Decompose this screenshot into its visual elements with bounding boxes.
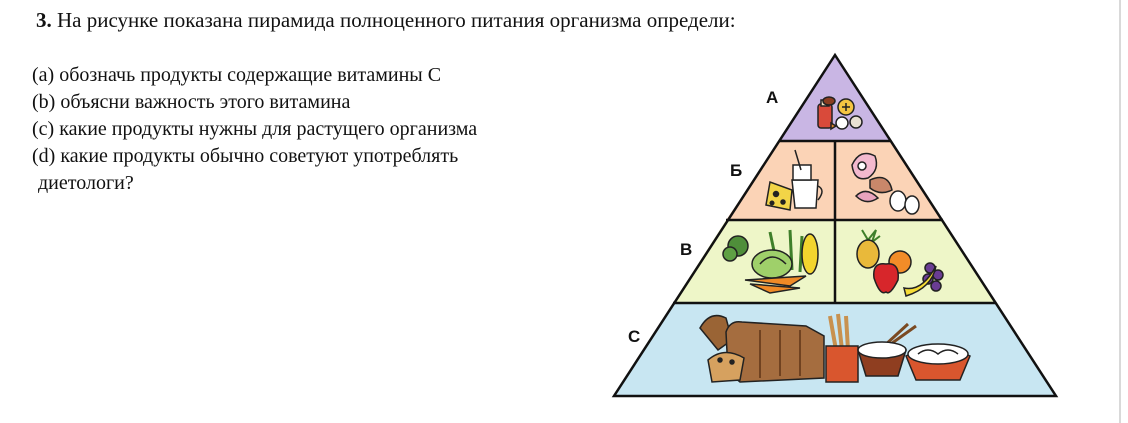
dessert-icon: [817, 96, 836, 129]
page-edge-rule: [1119, 0, 1121, 423]
question-d-continued: диетологи?: [38, 172, 134, 194]
meat-icon: [851, 152, 893, 203]
question-list: (a) обозначь продукты содержащие витамин…: [32, 62, 477, 197]
bread-icon: [699, 314, 825, 383]
level-label-b: Б: [730, 161, 743, 180]
pyramid-level-a: [780, 55, 890, 141]
level-label-a: A: [766, 88, 779, 107]
level-label-v: В: [680, 240, 693, 259]
milk-jug-icon: [791, 149, 823, 209]
question-c: (c) какие продукты нужны для растущего о…: [32, 118, 478, 140]
task-header: 3. На рисунке показана пирамида полноцен…: [36, 8, 736, 33]
rice-bowl-icon: [857, 322, 917, 377]
task-number: 3.: [36, 8, 52, 32]
task-text: На рисунке показана пирамида полноценног…: [51, 8, 736, 32]
level-label-c: С: [628, 327, 641, 346]
pasta-icon: [905, 343, 971, 381]
question-a: (a) обозначь продукты содержащие витамин…: [32, 64, 442, 86]
breadsticks-icon: [825, 313, 859, 383]
cheese-icon: [765, 180, 793, 211]
fruits-icon: [856, 229, 944, 297]
question-d: (d) какие продукты обычно советуют употр…: [32, 145, 459, 167]
egg-icon: [889, 190, 920, 215]
pyramid-outline: [611, 52, 1059, 398]
question-b: (b) объясни важность этого витамина: [32, 91, 351, 113]
vegetables-icon: [722, 229, 819, 294]
candy-icon: [830, 98, 863, 131]
